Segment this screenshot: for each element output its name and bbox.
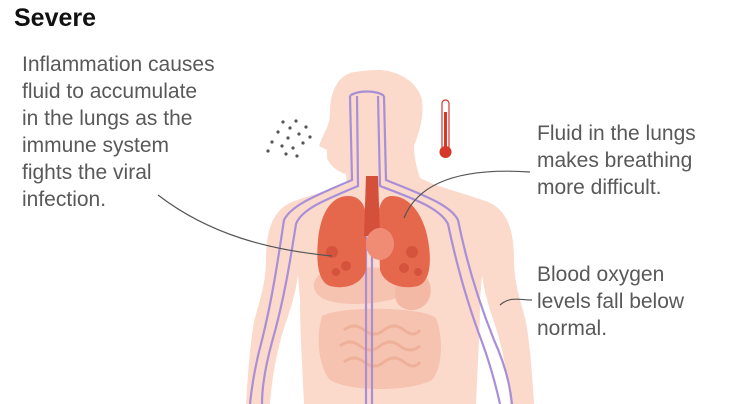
large-intestine [319,309,441,389]
thermometer-icon [440,100,452,158]
trachea [364,176,380,236]
heart [366,228,394,260]
virus-particles [266,119,311,157]
